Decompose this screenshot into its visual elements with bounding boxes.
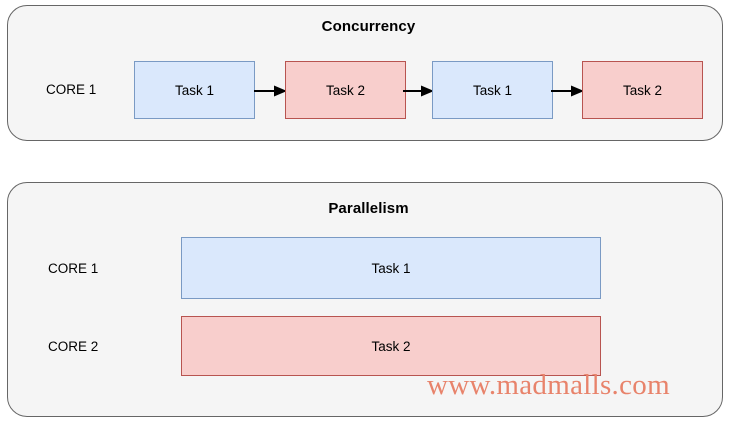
panel-title-concurrency: Concurrency — [321, 18, 416, 35]
watermark-text: www.madmalls.com — [427, 369, 670, 401]
panel-title-parallelism: Parallelism — [328, 200, 409, 217]
core-label-parallelism-core2: CORE 2 — [48, 339, 99, 354]
arrow-icon-1 — [254, 85, 287, 97]
arrow-icon-2 — [403, 85, 434, 97]
panel-parallelism — [7, 182, 723, 417]
task-box-concurrency-3: Task 1 — [432, 61, 553, 119]
task-bar-parallelism-core1: Task 1 — [181, 237, 601, 299]
task-bar-parallelism-core2: Task 2 — [181, 316, 601, 376]
arrow-icon-3 — [551, 85, 584, 97]
task-box-concurrency-1: Task 1 — [134, 61, 255, 119]
task-box-concurrency-2: Task 2 — [285, 61, 406, 119]
core-label-concurrency-core1: CORE 1 — [46, 82, 97, 97]
core-label-parallelism-core1: CORE 1 — [48, 261, 99, 276]
task-box-concurrency-4: Task 2 — [582, 61, 703, 119]
